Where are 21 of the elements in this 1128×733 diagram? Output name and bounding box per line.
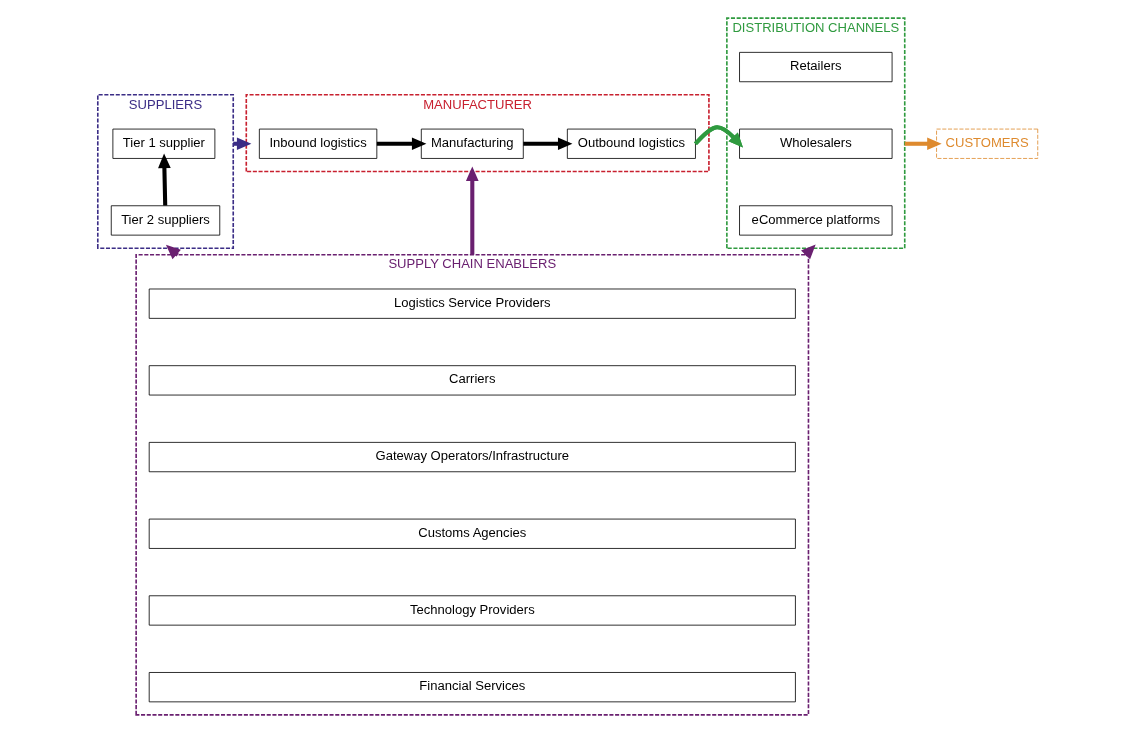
node-box: Gateway Operators/Infrastructure: [148, 441, 796, 473]
node-box: Technology Providers: [148, 595, 796, 626]
arrow: [157, 153, 171, 206]
node-box: Carriers: [148, 365, 796, 396]
node-box: Inbound logistics: [258, 128, 377, 159]
node-box: Tier 2 suppliers: [110, 205, 220, 236]
arrow: [693, 125, 743, 148]
node-box: Customs Agencies: [148, 518, 796, 549]
node-box: CUSTOMERS: [935, 128, 1038, 159]
node-box: Wholesalers: [738, 128, 892, 159]
arrow: [465, 166, 479, 255]
node-box: Retailers: [738, 51, 892, 83]
node-box: Financial Services: [148, 672, 796, 703]
arrow: [376, 137, 426, 151]
node-box: Tier 1 supplier: [112, 128, 215, 159]
node-box: Outbound logistics: [566, 128, 696, 159]
arrow: [904, 137, 942, 151]
node-box: eCommerce platforms: [738, 205, 892, 236]
arrow: [522, 137, 572, 151]
node-box: Manufacturing: [420, 128, 524, 159]
node-box: Logistics Service Providers: [148, 288, 796, 319]
